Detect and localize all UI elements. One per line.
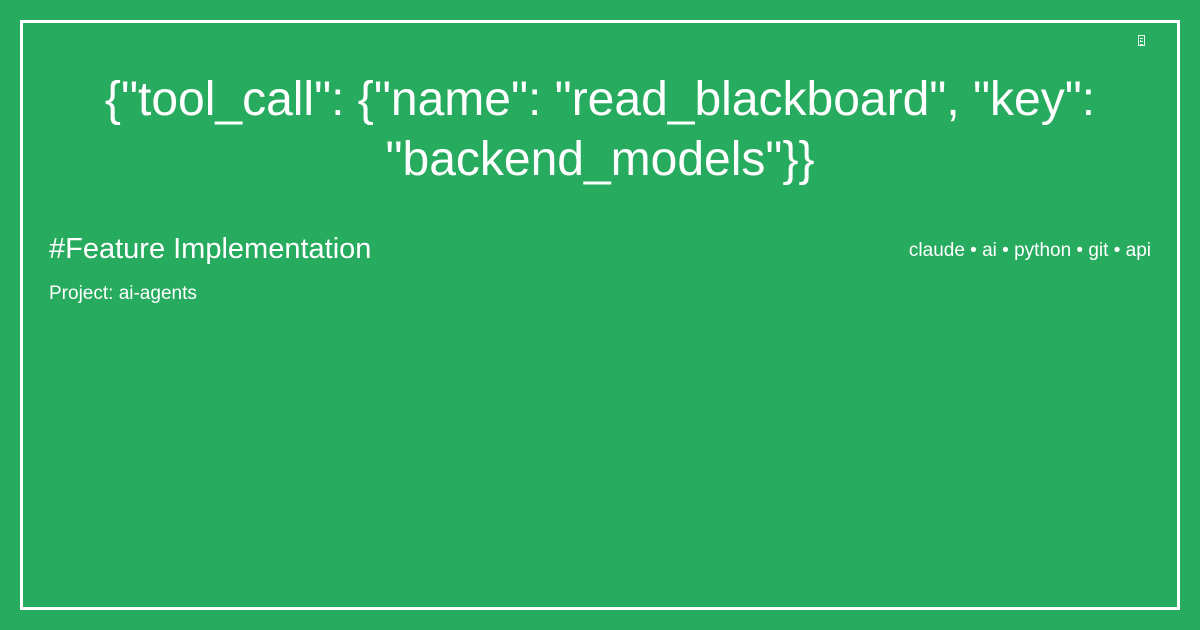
title-block: {"tool_call": {"name": "read_blackboard"…: [49, 70, 1151, 190]
badge-slot: [1131, 28, 1151, 52]
project-label: Project: ai-agents: [49, 283, 197, 304]
card-content: {"tool_call": {"name": "read_blackboard"…: [20, 20, 1180, 610]
meta-row: #Feature Implementation Project: ai-agen…: [49, 232, 1151, 305]
tag-list: claude • ai • python • git • api: [908, 240, 1151, 261]
card-body-empty-area: [49, 330, 1151, 600]
page-title: {"tool_call": {"name": "read_blackboard"…: [104, 73, 1096, 186]
meta-left-group: #Feature Implementation Project: ai-agen…: [49, 232, 371, 305]
missing-glyph-box-icon: [1137, 34, 1145, 46]
card-heading: #Feature Implementation: [49, 233, 372, 265]
